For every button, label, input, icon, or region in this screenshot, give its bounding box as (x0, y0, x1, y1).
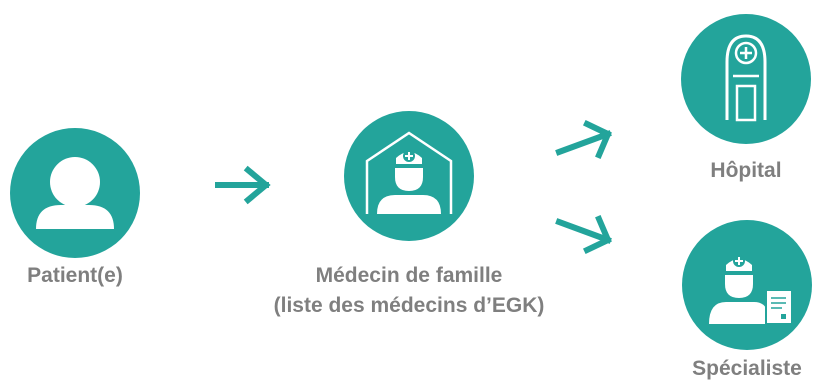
family-doctor-label-line2: (liste des médecins d’EGK) (273, 294, 545, 317)
specialist-label: Spécialiste (692, 357, 802, 380)
person-icon (36, 157, 114, 229)
specialist-doctor-icon (709, 255, 793, 325)
patient-circle (10, 128, 140, 258)
hospital-circle (681, 14, 811, 144)
hospital-icon (725, 34, 767, 122)
hospital-label: Hôpital (710, 159, 782, 182)
specialist-circle (682, 220, 812, 350)
family-doctor-circle (344, 111, 474, 241)
arrow-doctor-to-specialist (555, 215, 612, 254)
patient-label: Patient(e) (27, 264, 123, 287)
arrow-patient-to-doctor (215, 165, 271, 205)
family-doctor-label-line1: Médecin de famille (315, 264, 503, 287)
doctor-house-icon (365, 131, 453, 214)
arrow-doctor-to-hospital (555, 120, 612, 159)
